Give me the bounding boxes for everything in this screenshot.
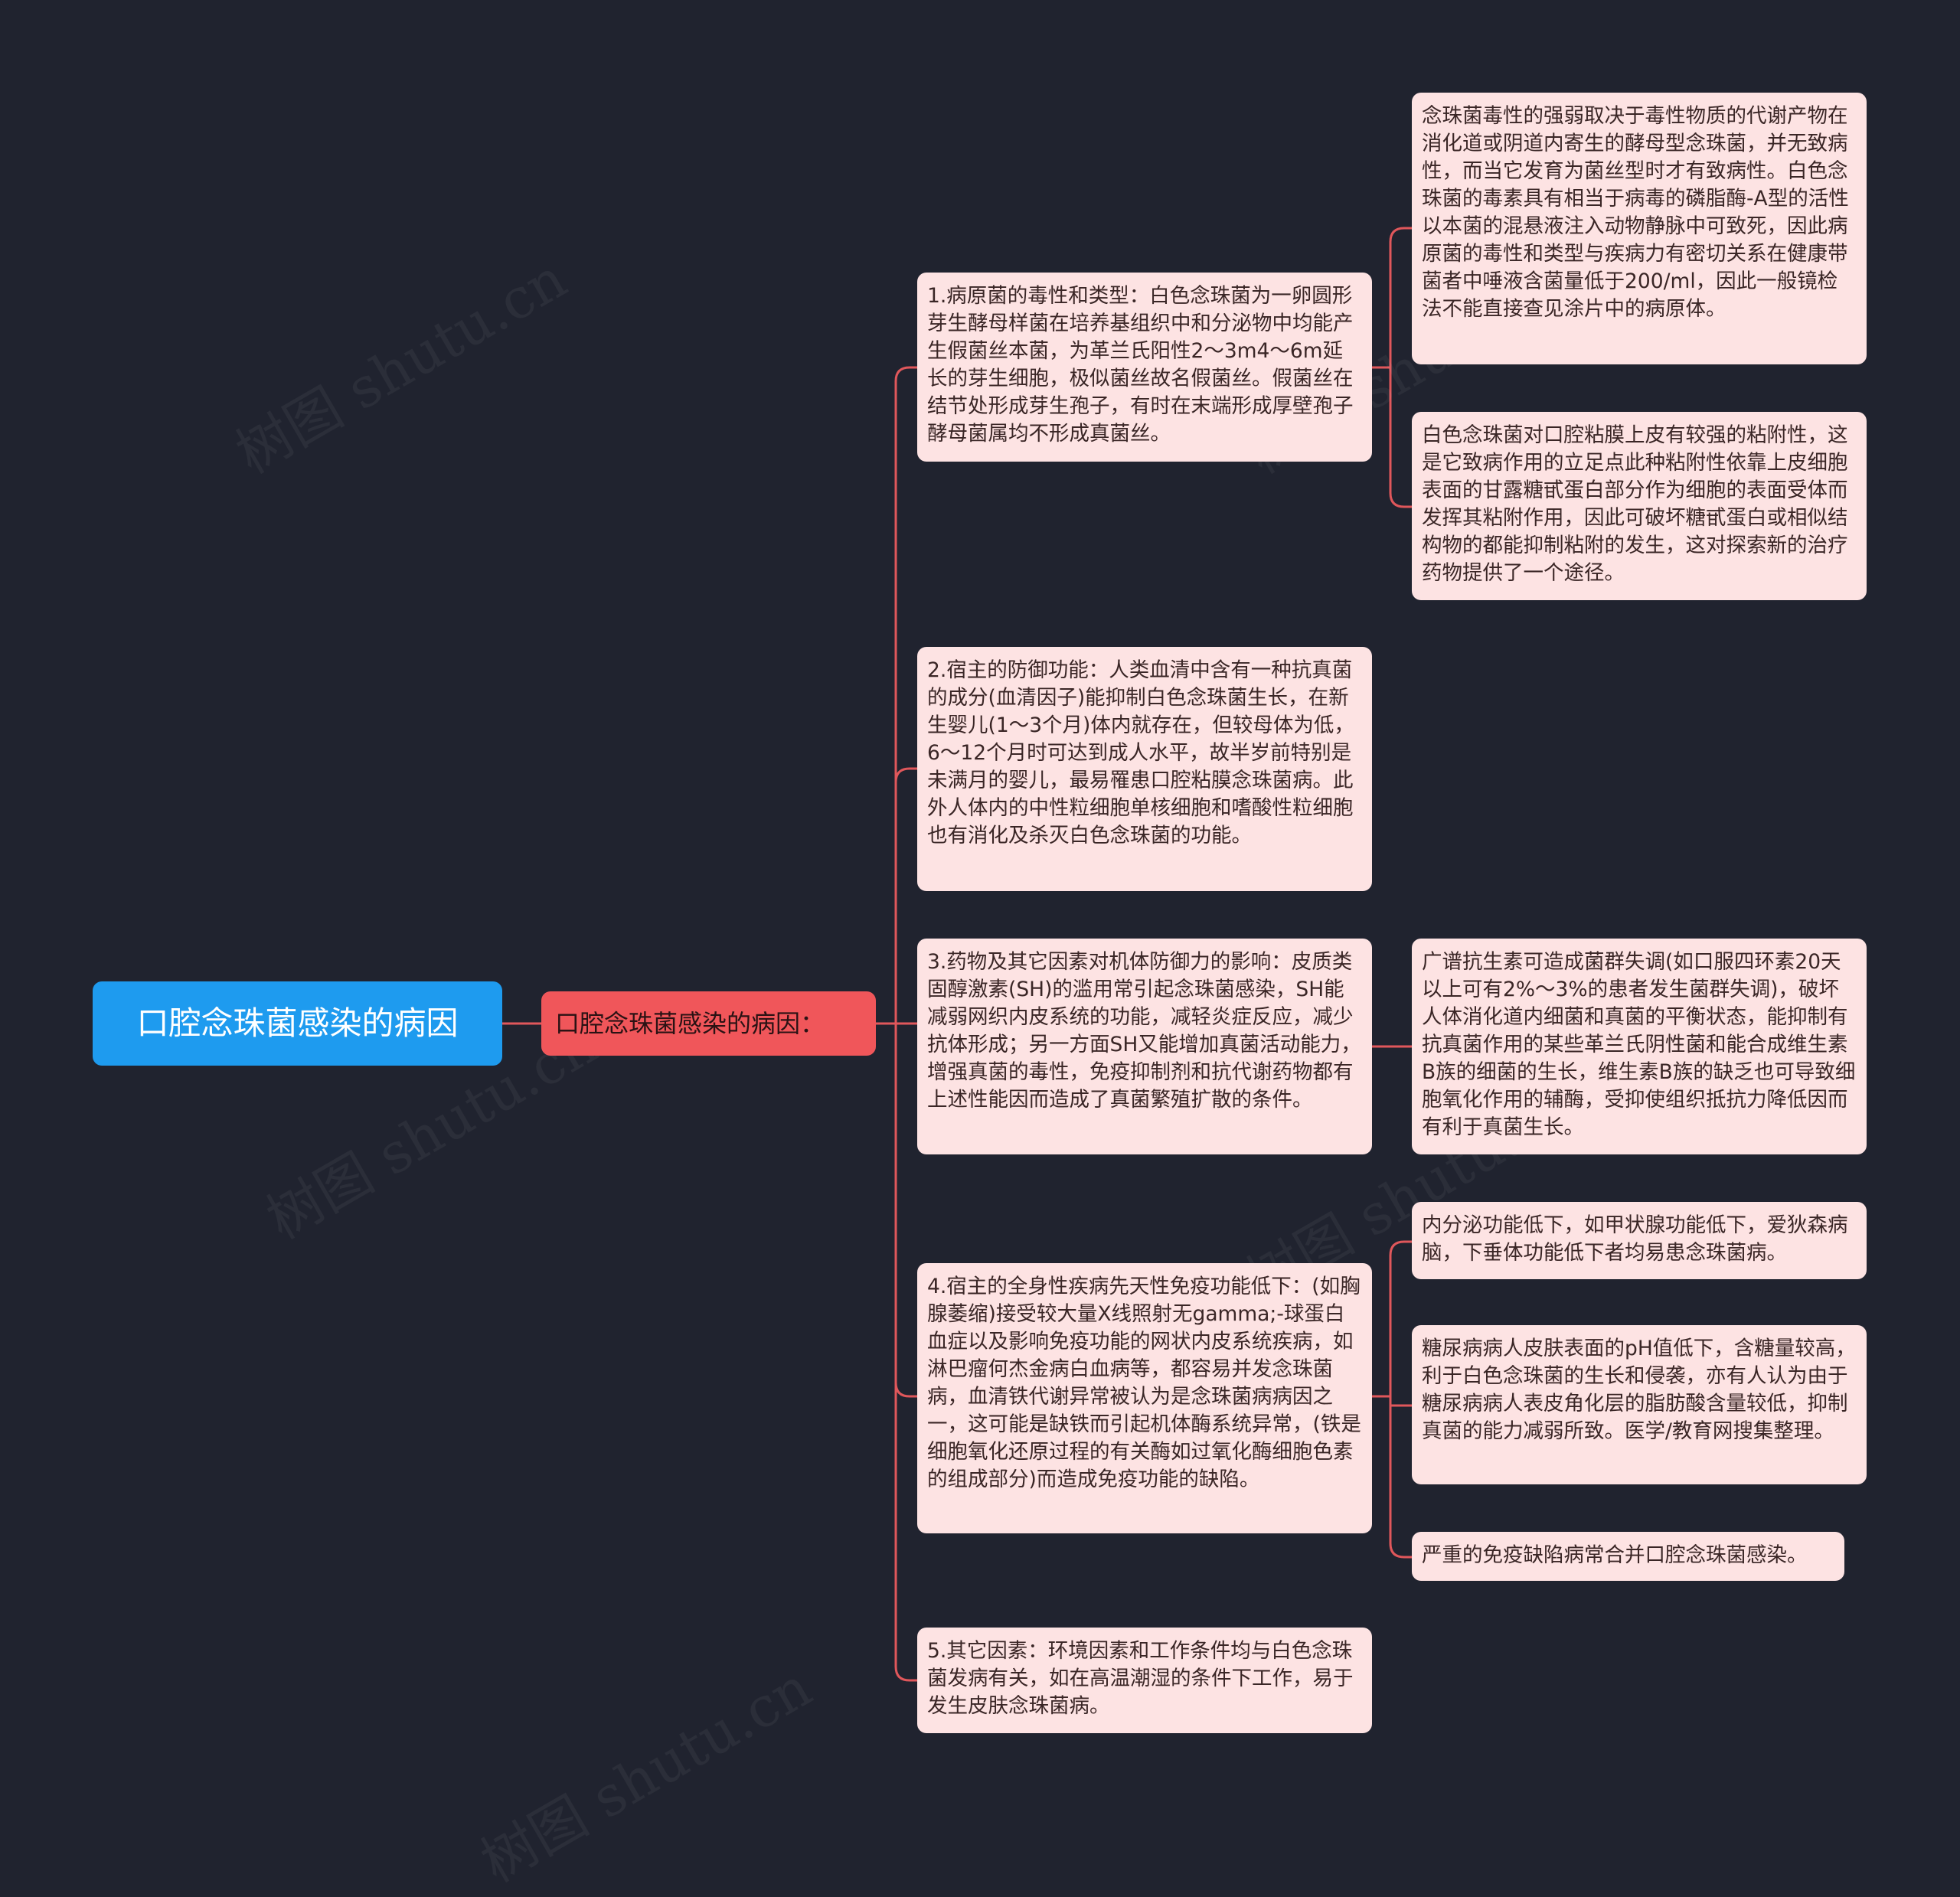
mindmap-canvas: 树图 shutu.cn 树图 shutu.cn 树图 shutu.cn 树图 s… [93, 93, 1867, 1895]
child-node-4-1[interactable]: 内分泌功能低下，如甲状腺功能低下，爱狄森病脑，下垂体功能低下者均易患念珠菌病。 [1412, 1202, 1867, 1279]
link-branch-item-4 [894, 1024, 917, 1398]
link-branch-item-2 [894, 767, 917, 1024]
item-node-4[interactable]: 4.宿主的全身性疾病先天性免疫功能低下：(如胸腺萎缩)接受较大量X线照射无gam… [917, 1263, 1372, 1533]
item-node-3[interactable]: 3.药物及其它因素对机体防御力的影响：皮质类固醇激素(SH)的滥用常引起念珠菌感… [917, 939, 1372, 1154]
item-node-5[interactable]: 5.其它因素：环境因素和工作条件均与白色念珠菌发病有关，如在高温潮湿的条件下工作… [917, 1628, 1372, 1733]
link-item-4-child-1 [1372, 1240, 1412, 1398]
link-branch-item-5 [894, 1024, 917, 1682]
connector-lines [502, 227, 1412, 1682]
link-item-4-child-3 [1389, 1396, 1412, 1559]
item-node-1[interactable]: 1.病原菌的毒性和类型：白色念珠菌为一卵圆形芽生酵母样菌在培养基组织中和分泌物中… [917, 273, 1372, 462]
child-node-3-1[interactable]: 广谱抗生素可造成菌群失调(如口服四环素20天以上可有2%～3%的患者发生菌群失调… [1412, 939, 1867, 1154]
child-node-4-2[interactable]: 糖尿病病人皮肤表面的pH值低下，含糖量较高，利于白色念珠菌的生长和侵袭，亦有人认… [1412, 1325, 1867, 1484]
item-node-2[interactable]: 2.宿主的防御功能：人类血清中含有一种抗真菌的成分(血清因子)能抑制白色念珠菌生… [917, 647, 1372, 891]
link-branch-item-1 [876, 366, 917, 1025]
branch-node[interactable]: 口腔念珠菌感染的病因： [541, 991, 876, 1056]
link-item-4-child-2 [1389, 1396, 1412, 1407]
link-item-1-child-2 [1389, 367, 1412, 508]
root-node[interactable]: 口腔念珠菌感染的病因 [93, 981, 502, 1066]
child-node-4-3[interactable]: 严重的免疫缺陷病常合并口腔念珠菌感染。 [1412, 1532, 1844, 1581]
child-node-1-1[interactable]: 念珠菌毒性的强弱取决于毒性物质的代谢产物在消化道或阴道内寄生的酵母型念珠菌，并无… [1412, 93, 1867, 364]
child-node-1-2[interactable]: 白色念珠菌对口腔粘膜上皮有较强的粘附性，这是它致病作用的立足点此种粘附性依靠上皮… [1412, 412, 1867, 600]
link-item-1-child-1 [1372, 227, 1412, 369]
